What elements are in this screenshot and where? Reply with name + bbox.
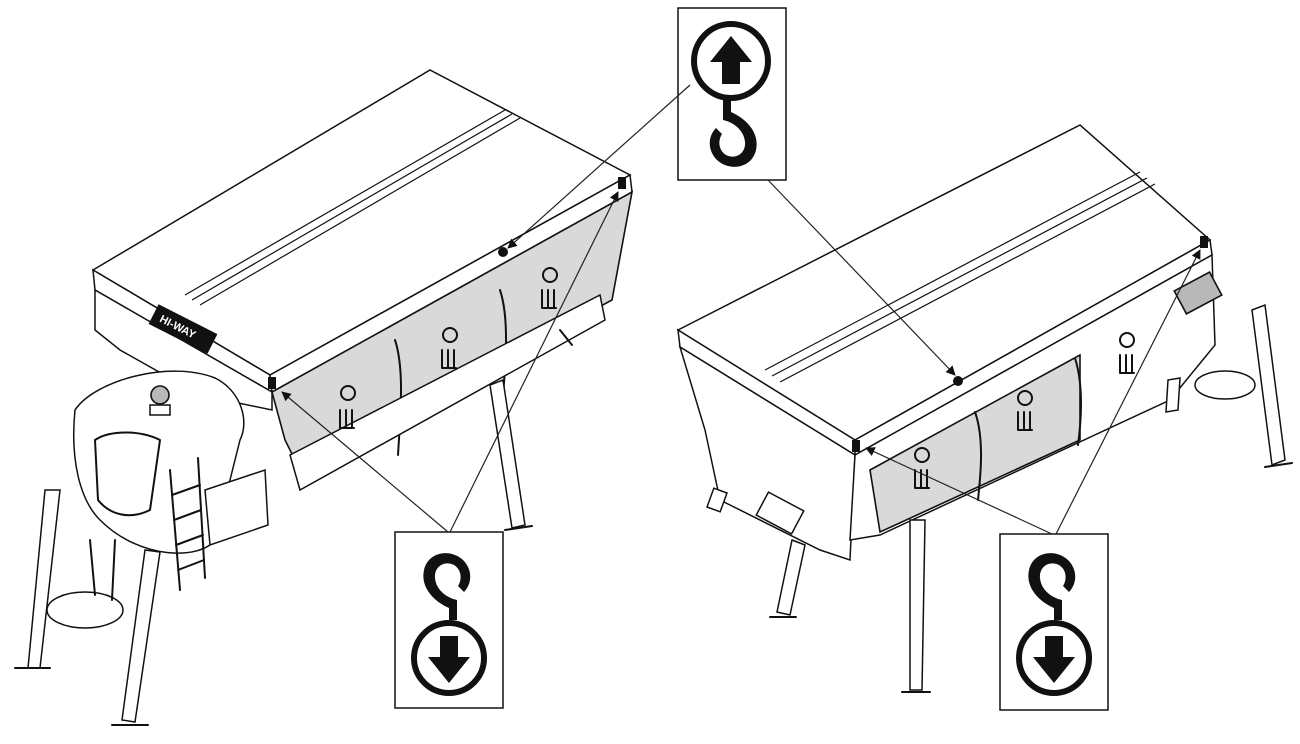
tie-down-symbol-left (394, 531, 504, 709)
hook-icon (709, 100, 757, 167)
down-arrow-icon (1033, 636, 1075, 683)
down-arrow-icon (428, 636, 470, 683)
leader-lines (281, 84, 1201, 535)
ladder (169, 457, 206, 591)
tie-down-symbol-right (999, 533, 1109, 711)
up-arrow-icon (710, 36, 752, 84)
left-spreader-machine: HI-WAY (14, 69, 634, 726)
lift-point-symbol (677, 7, 787, 181)
right-spreader-machine (676, 124, 1293, 693)
hook-icon (1028, 553, 1076, 620)
right-spreader-legs (769, 303, 1293, 693)
beacon-light (150, 385, 170, 405)
hook-icon (423, 553, 471, 620)
left-spreader-legs (14, 329, 573, 726)
logo-plate (148, 304, 218, 354)
